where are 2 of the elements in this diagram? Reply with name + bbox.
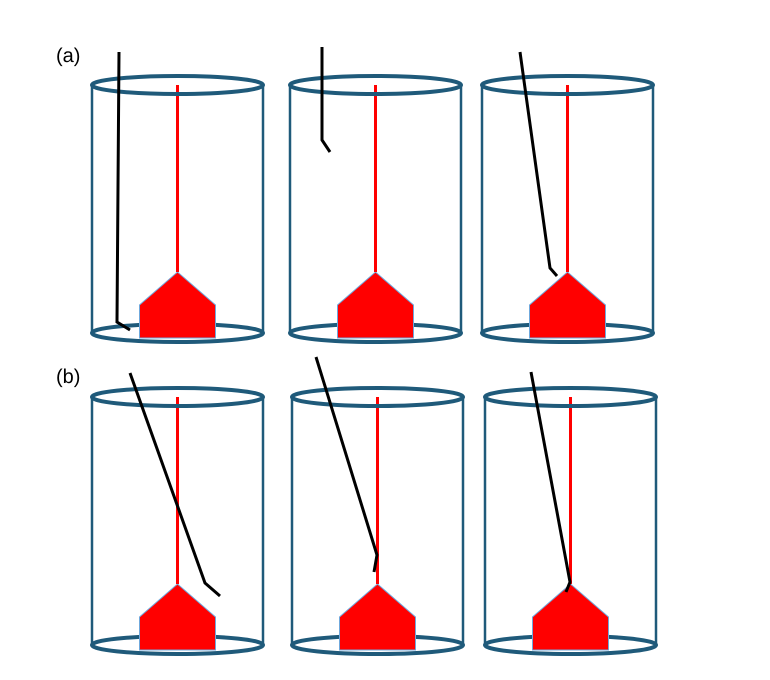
panel-label: (a) <box>56 46 80 66</box>
panel-label: (b) <box>56 367 80 387</box>
